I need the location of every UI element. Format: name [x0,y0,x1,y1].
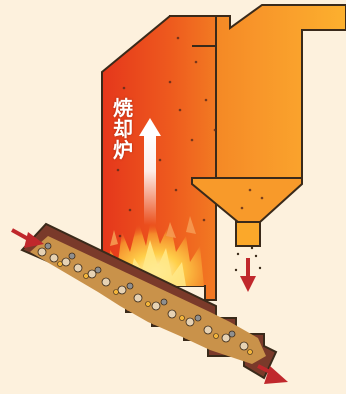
up-arrow-icon [139,118,161,225]
furnace-label-char-3: 炉 [113,138,133,162]
furnace-label: 焼 却 炉 [110,98,136,161]
particles [116,36,264,238]
output-arrow-icon [257,364,288,384]
feed-arrow-icon [11,228,44,248]
conveyor-grate [20,222,278,380]
ash-hopper [191,177,303,247]
furnace-label-char-1: 焼 [113,96,133,120]
furnace-label-char-2: 却 [113,117,133,141]
down-arrow-icon [234,246,262,292]
